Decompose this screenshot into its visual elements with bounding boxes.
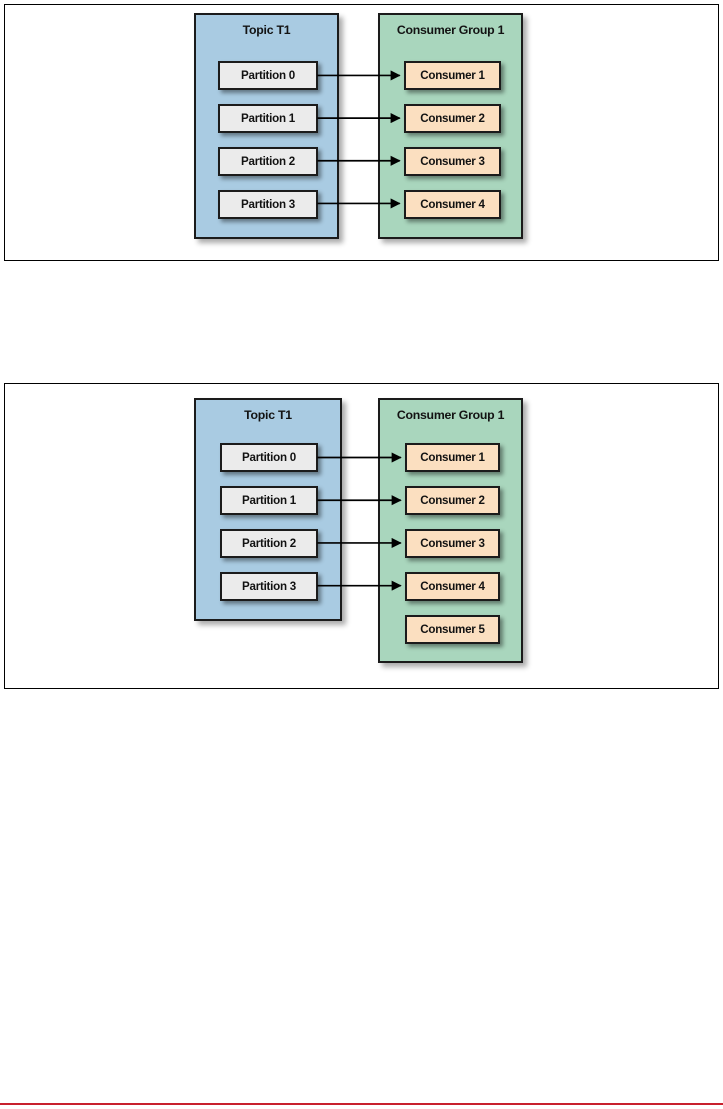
consumer-box-3-fig2: Consumer 3 <box>405 529 500 558</box>
partition-box-3-fig2: Partition 3 <box>220 572 318 601</box>
consumer-box-2-fig1: Consumer 2 <box>404 104 501 133</box>
consumer-label: Consumer 3 <box>420 155 485 168</box>
consumer-box-3-fig1: Consumer 3 <box>404 147 501 176</box>
consumer-box-1-fig1: Consumer 1 <box>404 61 501 90</box>
arrow-layer-2 <box>317 452 402 591</box>
consumer-label: Consumer 4 <box>420 580 485 593</box>
partition-label: Partition 0 <box>242 451 296 464</box>
consumer-label: Consumer 2 <box>420 112 485 125</box>
consumer-label: Consumer 3 <box>420 537 485 550</box>
figure-frame-2: Topic T1 Partition 0 Partition 1 Partiti… <box>4 383 719 689</box>
partition-box-2-fig2: Partition 2 <box>220 529 318 558</box>
consumer-box-5-fig2: Consumer 5 <box>405 615 500 644</box>
partition-label: Partition 3 <box>241 198 295 211</box>
consumer-label: Consumer 5 <box>420 623 485 636</box>
partition-box-0-fig2: Partition 0 <box>220 443 318 472</box>
consumer-group-title-1: Consumer Group 1 <box>396 23 505 37</box>
partition-label: Partition 0 <box>241 69 295 82</box>
partition-label: Partition 1 <box>241 112 295 125</box>
consumer-box-4-fig2: Consumer 4 <box>405 572 500 601</box>
arrow-layer-1 <box>317 70 401 209</box>
partition-box-0-fig1: Partition 0 <box>218 61 318 90</box>
diagram-1: Topic T1 Partition 0 Partition 1 Partiti… <box>5 5 718 260</box>
partition-label: Partition 3 <box>242 580 296 593</box>
figure-frame-1: Topic T1 Partition 0 Partition 1 Partiti… <box>4 4 719 261</box>
partition-label: Partition 2 <box>242 537 296 550</box>
consumer-box-4-fig1: Consumer 4 <box>404 190 501 219</box>
footer-rule <box>0 1103 723 1105</box>
consumer-box-2-fig2: Consumer 2 <box>405 486 500 515</box>
consumer-label: Consumer 1 <box>420 451 485 464</box>
partition-box-2-fig1: Partition 2 <box>218 147 318 176</box>
partition-box-3-fig1: Partition 3 <box>218 190 318 219</box>
partition-box-1-fig2: Partition 1 <box>220 486 318 515</box>
partition-label: Partition 1 <box>242 494 296 507</box>
topic-title-1: Topic T1 <box>242 23 291 37</box>
consumer-label: Consumer 1 <box>420 69 485 82</box>
consumer-label: Consumer 2 <box>420 494 485 507</box>
partition-label: Partition 2 <box>241 155 295 168</box>
partition-box-1-fig1: Partition 1 <box>218 104 318 133</box>
consumer-box-1-fig2: Consumer 1 <box>405 443 500 472</box>
diagram-2: Topic T1 Partition 0 Partition 1 Partiti… <box>5 384 718 688</box>
consumer-group-title-2: Consumer Group 1 <box>396 408 505 422</box>
consumer-label: Consumer 4 <box>420 198 485 211</box>
topic-title-2: Topic T1 <box>244 408 292 422</box>
